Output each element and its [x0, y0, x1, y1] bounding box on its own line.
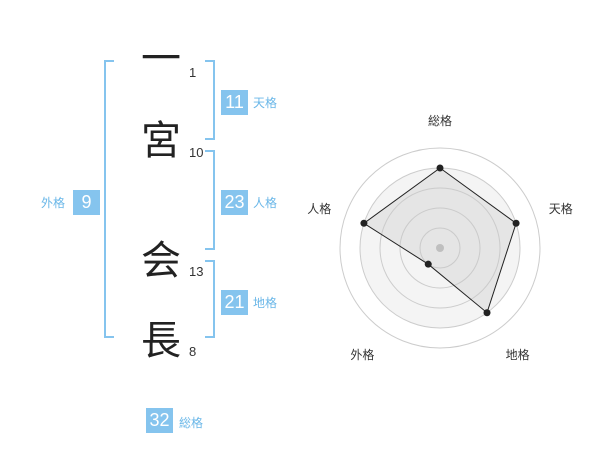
radar-axis-label: 人格 — [307, 201, 331, 216]
tenkaku-bracket — [205, 60, 215, 140]
soukaku-value: 32 — [146, 408, 173, 433]
radar-axis-label: 地格 — [506, 347, 530, 362]
tenkaku-value: 11 — [221, 90, 248, 115]
name-char-1: 一 — [141, 36, 181, 82]
chikaku-value: 21 — [221, 290, 248, 315]
gaikaku-bracket — [104, 60, 114, 338]
radar-polygon — [363, 167, 517, 314]
radar-point-1 — [436, 164, 444, 172]
radar-axis-label: 総格 — [428, 113, 452, 128]
radar-center-dot — [436, 244, 444, 252]
chikaku-label: 地格 — [253, 296, 278, 310]
radar-point-3 — [483, 309, 491, 317]
name-char-2: 宮 — [141, 118, 181, 164]
stroke-count-3: 13 — [189, 264, 204, 279]
jinkaku-value: 23 — [221, 190, 248, 215]
gaikaku-label: 外格 — [41, 196, 66, 210]
gaikaku-value: 9 — [73, 190, 100, 215]
radar-ring-5 — [339, 147, 541, 349]
radar-axis-label: 外格 — [350, 347, 374, 362]
jinkaku-bracket — [205, 150, 215, 250]
name-char-3: 会 — [141, 238, 181, 284]
stroke-count-1: 1 — [189, 65, 197, 80]
radar-point-4 — [424, 260, 432, 268]
stroke-count-2: 10 — [189, 145, 204, 160]
radar-axis-label: 天格 — [549, 201, 573, 216]
tenkaku-label: 天格 — [253, 96, 278, 110]
radar-point-5 — [360, 219, 368, 227]
soukaku-label: 総格 — [179, 416, 204, 430]
jinkaku-label: 人格 — [253, 196, 278, 210]
chikaku-bracket — [205, 260, 215, 338]
stroke-count-4: 8 — [189, 344, 197, 359]
radar-point-2 — [512, 219, 520, 227]
name-char-4: 長 — [141, 318, 181, 364]
